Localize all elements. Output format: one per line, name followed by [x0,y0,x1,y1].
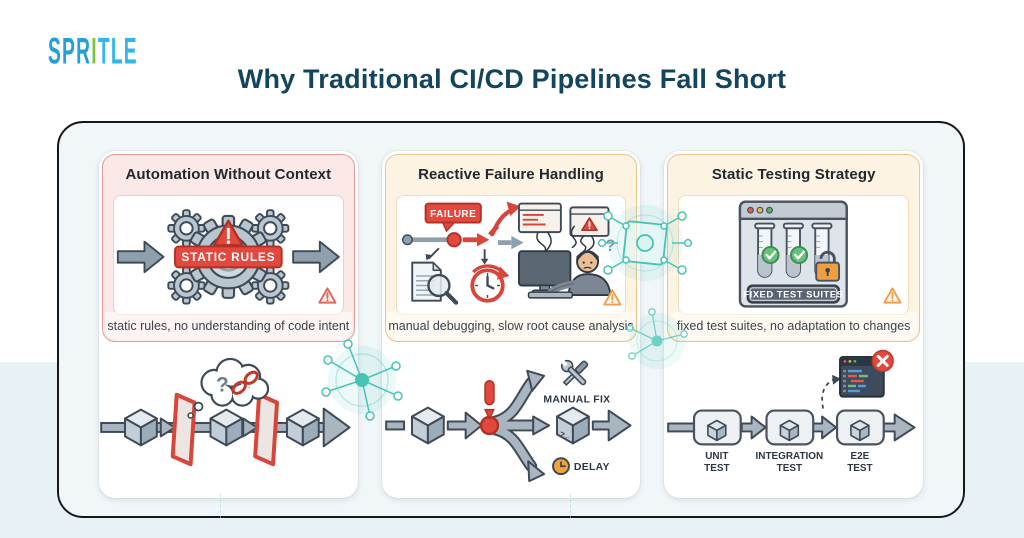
developer-at-computer-illustration: ? [517,202,615,299]
red-gate-icon [170,392,197,467]
test-tube-icon [754,222,776,278]
delay-label: DELAY [574,462,610,473]
alert-card-reactive: Reactive Failure Handling FAILURE [384,154,638,342]
check-circle-icon [761,245,780,265]
magnifier-document-icon [410,261,458,305]
failure-timeline [401,201,524,265]
alert-card-automation: Automation Without Context [102,154,355,342]
panel-caption: static rules, no understanding of code i… [104,311,353,340]
corner-warning-icon [602,289,622,306]
final-arrowhead-icon [591,409,632,442]
error-badge-icon [871,349,895,373]
panel-title: Automation Without Context [125,166,332,183]
arrowhead-icon [811,415,838,440]
package-box-icon [209,408,244,447]
red-gate-icon [253,392,279,467]
column-reactive-failure-handling: Reactive Failure Handling FAILURE [381,151,641,498]
warning-triangle-icon [212,219,244,247]
fixed-test-suites-badge: FIXED TEST SUITES [744,284,844,304]
code-window-icon [839,355,886,398]
arrowhead-icon [446,411,483,440]
branch-arrows [487,369,550,483]
alert-card-static-testing: Static Testing Strategy [667,154,921,342]
logo-part-1: SPR [48,30,92,72]
stage-label: E2E [851,451,870,462]
stage-label: TEST [777,463,802,474]
test-suites-illustration: FIXED TEST SUITES [678,195,910,315]
diagram-board: Automation Without Context [57,121,965,518]
package-box-icon [410,406,445,445]
svg-text:FAILURE: FAILURE [430,209,476,220]
dashed-drop-line [570,494,571,518]
spritle-logo: SPRITLE [48,30,138,73]
branching-pipeline-illustration: MANUAL FIX >_ DELAY [382,347,641,496]
final-arrowhead-icon [322,407,351,448]
static-rules-banner: STATIC RULES [174,245,283,269]
thought-question-mark: ? [216,374,229,397]
arrow-out-icon [292,240,340,274]
pipeline-stage [765,409,815,446]
broken-chain-icon [231,370,259,395]
svg-text:FIXED TEST SUITES: FIXED TEST SUITES [744,289,844,300]
wrench-screwdriver-icon [560,359,588,387]
check-circle-icon [790,245,809,265]
page-title: Why Traditional CI/CD Pipelines Fall Sho… [237,64,787,94]
panel-caption: manual debugging, slow root cause analys… [387,311,635,340]
final-arrowhead-icon [882,413,916,442]
gears-illustration: STATIC RULES [113,195,344,315]
rigid-pipeline-illustration: ? [99,347,358,496]
svg-text:STATIC RULES: STATIC RULES [181,250,275,264]
red-exclamation-icon [483,380,495,420]
terminal-box-icon [555,406,590,445]
stage-label: TEST [848,463,873,474]
panel-title: Reactive Failure Handling [418,166,604,183]
failure-point-icon [479,415,499,436]
panel-title: Static Testing Strategy [711,166,876,183]
column-automation-without-context: Automation Without Context [99,151,358,498]
delay-clock-icon [551,457,570,476]
manual-fix-label: MANUAL FIX [543,395,610,406]
logo-part-2: I [91,30,98,72]
stage-label: UNIT [706,451,729,462]
padlock-icon [815,250,841,282]
arrowhead-icon [741,415,767,440]
package-box-icon [124,408,158,447]
pipeline-stage [836,409,886,446]
stage-label: TEST [705,463,730,474]
column-static-testing-strategy: Static Testing Strategy [664,151,924,498]
small-gear-icon [167,209,206,248]
failure-tag: FAILURE [424,202,482,232]
terminal-prompt: >_ [560,429,570,438]
panel-caption: fixed test suites, no adaptation to chan… [669,311,918,340]
arrow-in-icon [116,240,165,274]
corner-warning-icon [318,287,337,304]
slow-clock-icon [470,264,510,303]
logo-part-3: TLE [97,30,138,72]
dashed-drop-line [220,494,221,518]
pipeline-stage [693,409,743,446]
package-box-icon [285,408,320,447]
reactive-illustration: FAILURE [395,195,627,315]
arrowhead-icon [159,417,176,438]
stage-label: INTEGRATION [756,451,824,462]
corner-warning-icon [883,287,902,304]
thought-bubble-icon: ? [187,357,270,419]
dashed-connector [821,378,834,409]
test-stages-illustration: UNIT TEST INTEGRATION TEST E2E TEST [664,347,923,496]
confusion-question-mark: ? [605,237,615,255]
